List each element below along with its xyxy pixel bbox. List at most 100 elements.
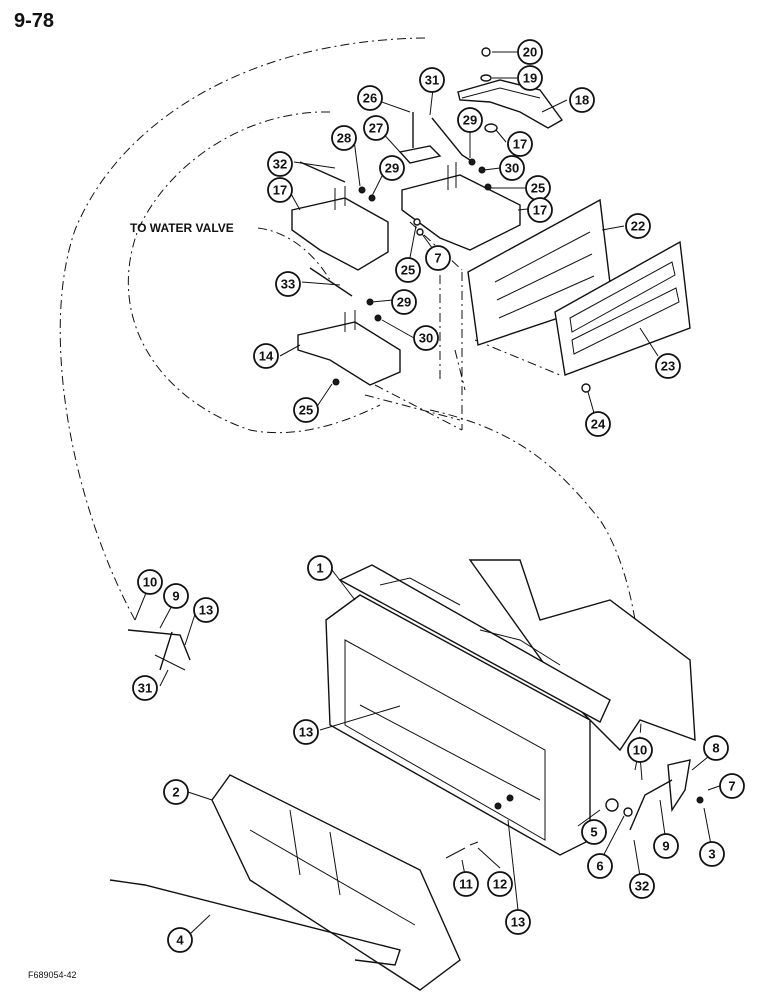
- svg-text:17: 17: [533, 203, 547, 218]
- svg-text:10: 10: [633, 743, 647, 758]
- nut-21: [481, 47, 491, 57]
- callout-12: 12: [487, 871, 513, 897]
- callout-9-left: 9: [163, 583, 189, 609]
- svg-text:31: 31: [138, 681, 152, 696]
- svg-text:9: 9: [662, 839, 669, 854]
- cable-32-top: [299, 161, 346, 183]
- callout-13-bottom: 13: [505, 909, 531, 935]
- cable-32-lower: [629, 779, 673, 831]
- svg-text:29: 29: [397, 295, 411, 310]
- bracket-leader-line: [374, 221, 463, 431]
- svg-text:32: 32: [635, 879, 649, 894]
- svg-text:25: 25: [531, 181, 545, 196]
- callout-21: 20: [517, 39, 543, 65]
- svg-text:9: 9: [172, 589, 179, 604]
- screws-11-12-13: [445, 841, 479, 859]
- svg-text:29: 29: [385, 161, 399, 176]
- water-valve-line: [257, 227, 331, 281]
- callout-2: 2: [163, 779, 189, 805]
- filter-14: [359, 704, 541, 801]
- callout-6: 3: [699, 841, 725, 867]
- svg-text:33: 33: [281, 277, 295, 292]
- svg-text:31: 31: [425, 73, 439, 88]
- bushing-3: [605, 798, 619, 812]
- page-number: 9-78: [14, 10, 55, 32]
- callout-30-lower: 30: [413, 325, 439, 351]
- callout-11: 11: [453, 871, 479, 897]
- bushing-5: [623, 807, 633, 817]
- rod-4: [109, 879, 401, 966]
- callout-28: 25: [395, 257, 421, 283]
- svg-text:18: 18: [575, 93, 589, 108]
- cable-33: [309, 267, 353, 297]
- callout-10-right: 10: [627, 737, 653, 763]
- bracket-17-right: [401, 174, 521, 251]
- clip-29-right: [468, 158, 476, 166]
- svg-text:6: 6: [596, 859, 603, 874]
- svg-text:13: 13: [199, 603, 213, 618]
- svg-text:17: 17: [273, 183, 287, 198]
- grommet-18: [484, 123, 498, 133]
- clip-29-mid: [358, 186, 366, 194]
- washer-28: [413, 218, 421, 226]
- svg-text:27: 27: [369, 121, 383, 136]
- callout-24: 24: [585, 411, 611, 437]
- to-water-valve-label: TO WATER VALVE: [130, 221, 234, 235]
- callout-4: 4: [167, 927, 193, 953]
- svg-text:8: 8: [712, 741, 719, 756]
- block-27: [398, 145, 442, 164]
- grille-22-slots: [494, 231, 595, 319]
- cover-2-ribs: [249, 809, 416, 926]
- callout-29-mid: 28: [331, 125, 357, 151]
- bracket-17-lower: [297, 321, 401, 386]
- callout-10-left: 10: [137, 569, 163, 595]
- air-duct: [468, 559, 696, 752]
- callout-33: 33: [275, 271, 301, 297]
- housing-top-rail: [338, 564, 611, 723]
- svg-text:13: 13: [299, 725, 313, 740]
- callout-26: 26: [357, 85, 383, 111]
- callout-32-top: 32: [267, 151, 293, 177]
- callout-13-left: 13: [193, 597, 219, 623]
- callout-25-lower: 25: [293, 397, 319, 423]
- linkage-left: [127, 629, 191, 671]
- callout-29-lower: 29: [391, 289, 417, 315]
- callout-19: 18: [569, 87, 595, 113]
- callout-31-lower: 31: [132, 675, 158, 701]
- callout-18: 17: [507, 131, 533, 157]
- bottom-routing-line: [429, 409, 643, 771]
- svg-text:19: 19: [523, 71, 537, 86]
- housing-top-vents: [379, 577, 561, 666]
- svg-text:28: 28: [337, 131, 351, 146]
- nut-30-lower: [374, 314, 382, 322]
- lever-8: [667, 759, 691, 813]
- svg-text:25: 25: [299, 403, 313, 418]
- callout-31-top: 31: [419, 67, 445, 93]
- callout-20: 19: [517, 65, 543, 91]
- bracket-17-mid-tabs: [334, 186, 346, 210]
- callout-17-right: 17: [527, 197, 553, 223]
- svg-text:4: 4: [176, 933, 184, 948]
- callout-1: 1: [307, 555, 333, 581]
- svg-text:10: 10: [143, 575, 157, 590]
- callout-32-bottom: 32: [629, 873, 655, 899]
- svg-text:23: 23: [661, 359, 675, 374]
- callout-14: 13: [293, 719, 319, 745]
- cover-plate-edge: [461, 87, 541, 99]
- callout-17-lower: 14: [253, 343, 279, 369]
- grille-23-slots: [569, 261, 680, 355]
- svg-text:26: 26: [363, 91, 377, 106]
- nut-13: [506, 794, 514, 802]
- svg-text:30: 30: [505, 161, 519, 176]
- svg-text:13: 13: [511, 915, 525, 930]
- nut-25-lower: [332, 378, 340, 386]
- callout-23: 23: [655, 353, 681, 379]
- svg-text:24: 24: [591, 417, 606, 432]
- callout-8: 8: [703, 735, 729, 761]
- washer-13: [494, 802, 502, 810]
- svg-text:30: 30: [419, 331, 433, 346]
- svg-text:14: 14: [259, 349, 274, 364]
- svg-text:25: 25: [401, 263, 415, 278]
- cable-31-lower: [154, 654, 186, 671]
- washer-20: [480, 74, 492, 82]
